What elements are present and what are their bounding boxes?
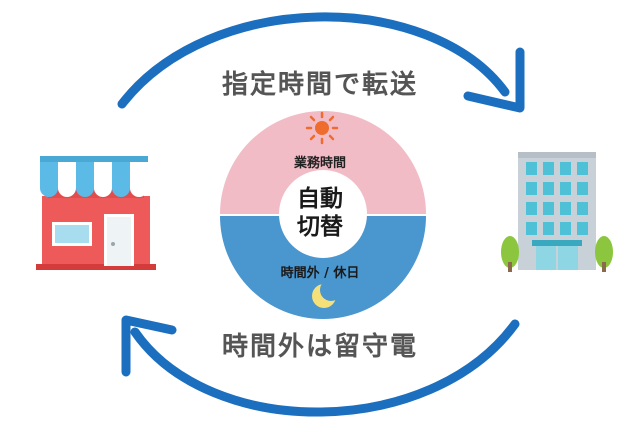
sun-icon — [305, 111, 339, 145]
auto-switch-line2: 切替 — [297, 214, 343, 240]
office-building-icon — [501, 152, 613, 272]
center-circle — [279, 170, 367, 258]
auto-switch-line1: 自動 — [297, 186, 343, 212]
forward-label: 指定時間で転送 — [221, 70, 418, 100]
top-arrow-icon — [117, 12, 525, 113]
switch-disc — [220, 111, 426, 319]
after-hours-half — [220, 216, 426, 319]
bottom-arrow-icon — [121, 315, 520, 417]
auto-switch-label: 自動 切替 — [280, 185, 360, 241]
shop-icon — [36, 156, 156, 270]
business-hours-label: 業務時間 — [293, 156, 346, 171]
business-hours-half — [220, 111, 426, 214]
after-hours-label: 時間外 / 休日 — [280, 266, 360, 281]
moon-icon — [312, 279, 342, 308]
voicemail-label: 時間外は留守電 — [221, 332, 418, 362]
